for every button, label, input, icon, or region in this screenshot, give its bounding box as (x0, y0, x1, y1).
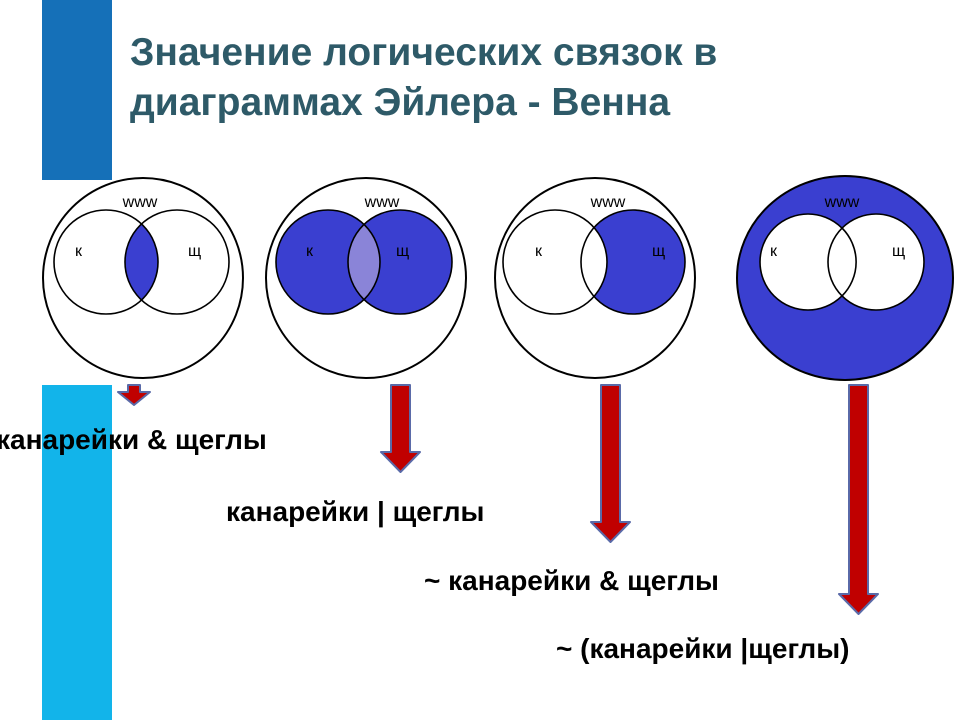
title-line-1: Значение логических связок в (130, 31, 718, 74)
set-k-circle (502, 209, 608, 315)
universe-label: www (590, 194, 626, 211)
set-k-label: к (75, 243, 83, 260)
set-k-label: к (306, 243, 314, 260)
set-shch-circle (124, 209, 230, 315)
set-k-arc (841, 227, 857, 297)
title-line-2: диаграммах Эйлера - Венна (130, 81, 671, 124)
diagram-intersection: www к щ (42, 177, 244, 379)
set-shch-circle (827, 213, 925, 311)
caption-intersection: канарейки & щеглы (0, 424, 267, 455)
arrow-down-3 (590, 384, 631, 543)
set-shch-label: щ (652, 243, 665, 260)
arrow-down-1 (117, 384, 151, 406)
set-k-cutout (503, 210, 607, 314)
diagram-union: www к щ (265, 177, 467, 379)
caption-union: канарейки | щеглы (226, 496, 485, 527)
slide-title: Значение логических связок в диаграммах … (130, 28, 930, 128)
set-shch-circle (347, 209, 453, 315)
universe-label: www (122, 194, 158, 211)
accent-bar-bottom (42, 385, 112, 720)
set-shch-label: щ (396, 243, 409, 260)
set-k-circle (53, 209, 159, 315)
set-k-label: к (770, 243, 778, 260)
accent-bar-top (42, 0, 112, 180)
set-k-circle (275, 209, 381, 315)
set-shch-label: щ (188, 243, 201, 260)
universe-label: www (824, 194, 860, 211)
arrow-down-2 (380, 384, 421, 473)
set-k-region (276, 210, 380, 314)
diagram-outside-union: www к щ (736, 175, 954, 381)
set-shch-region (348, 210, 452, 314)
universe-label: www (364, 194, 400, 211)
set-shch-circle (580, 209, 686, 315)
caption-outside-union: ~ (канарейки |щеглы) (556, 633, 850, 664)
set-k-label: к (535, 243, 543, 260)
arrow-down-4 (838, 384, 879, 615)
diagram-right-only: www к щ (494, 177, 696, 379)
caption-right-only: ~ канарейки & щеглы (424, 565, 719, 596)
set-shch-label: щ (892, 243, 905, 260)
set-shch-region (581, 210, 685, 314)
